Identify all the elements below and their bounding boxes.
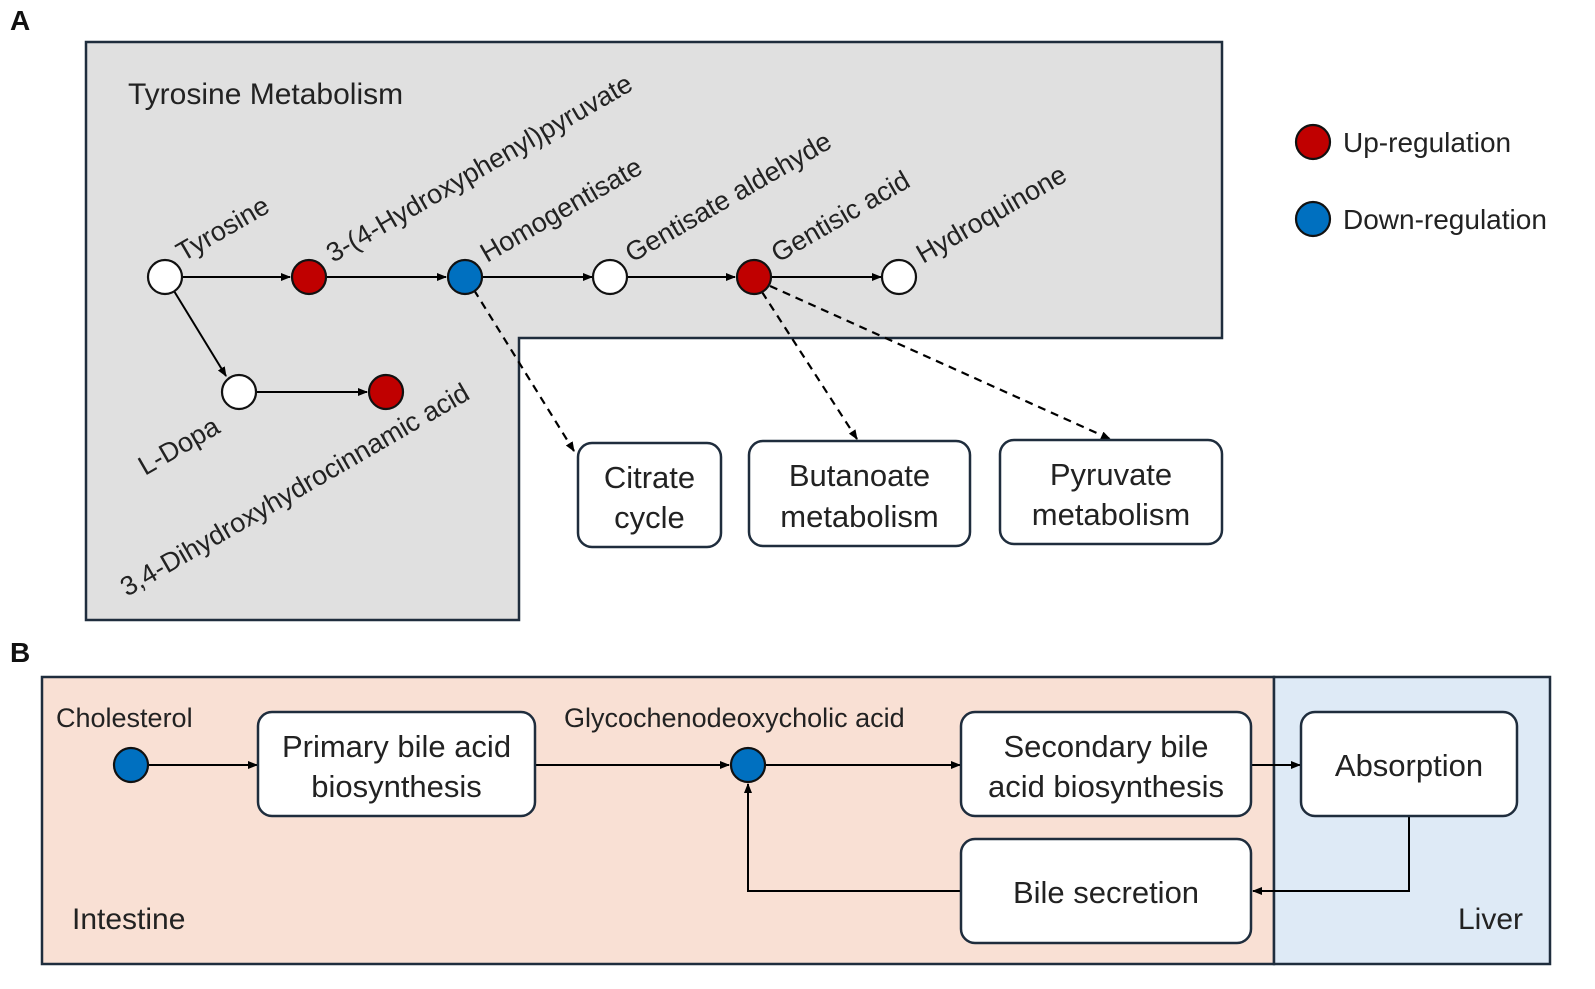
box-bile-secretion-label: Bile secretion (1013, 875, 1199, 910)
pathway-nodes (146, 258, 918, 411)
panel-a-label: A (10, 5, 30, 36)
box-primary-line1: Primary bile acid (282, 729, 511, 764)
legend: Up-regulation Down-regulation (1294, 123, 1547, 238)
node-cholesterol (112, 746, 150, 784)
dashed-arrows (473, 284, 1111, 452)
node-l-dopa (220, 373, 258, 411)
node-tyrosine (146, 258, 184, 296)
node-homogentisate (446, 258, 484, 296)
box-secondary-line1: Secondary bile (1003, 729, 1208, 764)
intestine-label: Intestine (72, 903, 185, 936)
tyrosine-metabolism-region (84, 40, 1224, 622)
pathway-arrows (173, 273, 882, 396)
legend-down-label: Down-regulation (1343, 204, 1547, 235)
node-gentisate-aldehyde (591, 258, 629, 296)
legend-up-swatch (1294, 123, 1332, 161)
legend-up-label: Up-regulation (1343, 127, 1511, 158)
box-citrate-cycle: Citrate cycle (576, 441, 723, 549)
box-bile-secretion: Bile secretion (959, 837, 1253, 945)
node-gentisic-acid (735, 258, 773, 296)
node-dhhc (367, 373, 405, 411)
arrow-tyrosine-l-dopa (173, 290, 227, 377)
node-hpp (290, 258, 328, 296)
box-butanoate-line2: metabolism (780, 499, 939, 534)
label-gcdca: Glycochenodeoxycholic acid (564, 703, 905, 733)
box-absorption: Absorption (1299, 710, 1519, 818)
label-cholesterol: Cholesterol (56, 703, 193, 733)
node-gcdca (729, 746, 767, 784)
dashed-arrow-pyruvate (769, 284, 1111, 441)
box-primary-bile-acid-biosynthesis: Primary bile acid biosynthesis (256, 710, 537, 818)
box-absorption-label: Absorption (1335, 748, 1483, 783)
dashed-arrow-butanoate (761, 291, 858, 440)
tyrosine-metabolism-title: Tyrosine Metabolism (128, 78, 403, 111)
panel-b-arrows (149, 761, 1410, 895)
box-citrate-line1: Citrate (604, 460, 695, 495)
liver-label: Liver (1458, 903, 1523, 936)
box-primary-line2: biosynthesis (311, 769, 482, 804)
box-pyruvate-line1: Pyruvate (1050, 457, 1172, 492)
box-secondary-bile-acid-biosynthesis: Secondary bile acid biosynthesis (959, 710, 1253, 818)
box-citrate-line2: cycle (614, 500, 685, 535)
arrow-absorption-bile-secretion (1252, 817, 1410, 895)
box-pyruvate-line2: metabolism (1032, 497, 1191, 532)
box-butanoate-metabolism: Butanoate metabolism (747, 439, 972, 548)
box-secondary-line2: acid biosynthesis (988, 769, 1224, 804)
panel-b-label: B (10, 637, 30, 668)
dashed-arrow-citrate (473, 289, 575, 452)
legend-down-swatch (1294, 200, 1332, 238)
box-butanoate-line1: Butanoate (789, 458, 930, 493)
arrow-bile-secretion-gcdca (744, 783, 960, 892)
node-hydroquinone (880, 258, 918, 296)
box-pyruvate-metabolism: Pyruvate metabolism (998, 438, 1224, 546)
